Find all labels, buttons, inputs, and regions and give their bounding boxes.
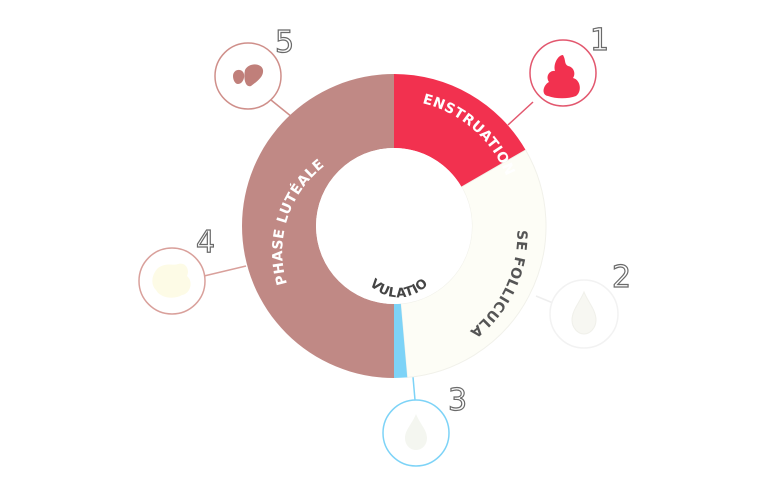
callout-2: 2	[549, 259, 632, 349]
connector-line-4	[203, 265, 247, 277]
phase-segment-menstruations	[394, 74, 526, 187]
ring-inner-hole	[316, 148, 472, 304]
callout-3: 3	[382, 382, 468, 467]
blob-icon	[152, 263, 191, 298]
connector-line-3	[412, 376, 416, 401]
callout-1: 1	[529, 22, 610, 107]
callout-number-1: 1	[590, 23, 609, 58]
phase-segment-ovulation	[394, 303, 408, 378]
callout-number-5: 5	[275, 25, 294, 60]
menstrual-blood-icon	[543, 55, 580, 99]
callout-5: 5	[214, 24, 295, 110]
clots-icon	[233, 64, 264, 87]
callout-4: 4	[138, 224, 216, 315]
callout-number-2: 2	[612, 260, 631, 295]
callout-number-3: 3	[448, 383, 467, 418]
callout-number-4: 4	[196, 225, 215, 260]
connector-line-1	[507, 101, 534, 126]
phase-segment-luteale	[242, 74, 394, 378]
droplet-icon	[571, 290, 597, 335]
drop-icon	[405, 414, 427, 450]
connector-line-2	[535, 295, 554, 304]
connector-line-5	[270, 99, 293, 118]
